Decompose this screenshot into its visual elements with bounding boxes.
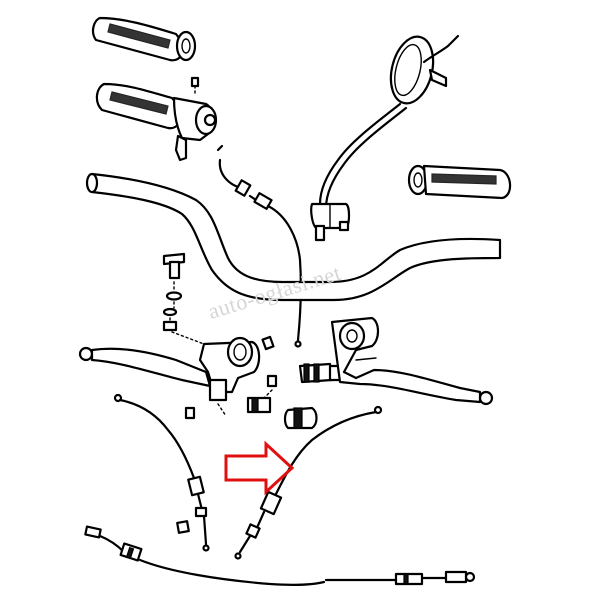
speedometer-cable	[84, 525, 476, 586]
right-arrow-icon	[224, 440, 295, 496]
cable-adjusters	[246, 362, 342, 430]
handlebar	[85, 172, 502, 302]
clamp-bolt-stack	[162, 252, 205, 345]
handlebar-grip-top-left	[91, 16, 197, 62]
throttle-grip-assembly	[95, 76, 302, 348]
callout-arrow	[224, 440, 295, 496]
clutch-cable	[113, 393, 210, 552]
brake-cable	[234, 405, 383, 560]
brake-lever-right	[330, 316, 494, 406]
clutch-lever-left	[78, 335, 275, 420]
rear-view-mirror	[310, 34, 460, 242]
handlebar-grip-right	[407, 164, 512, 200]
